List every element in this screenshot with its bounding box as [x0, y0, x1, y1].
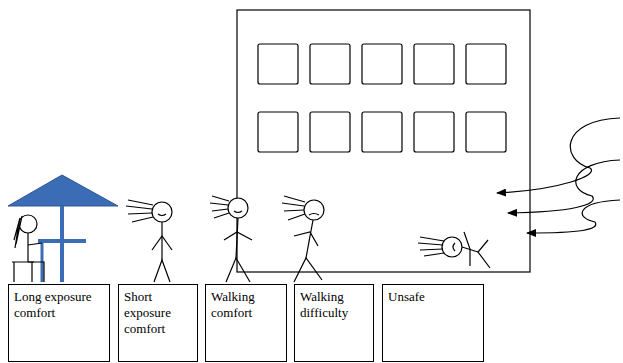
windows	[258, 44, 506, 152]
seated-person	[12, 215, 44, 282]
window	[362, 112, 402, 152]
mouth	[158, 214, 166, 216]
category-box: Walking difficulty	[294, 284, 374, 362]
standing-person	[126, 200, 172, 282]
arms	[294, 232, 318, 246]
arms	[464, 232, 470, 266]
fallen-person	[418, 232, 490, 268]
body	[236, 218, 238, 258]
head	[442, 237, 462, 257]
umbrella	[8, 175, 118, 206]
wind-arrow	[497, 118, 620, 193]
window	[414, 44, 454, 84]
hair	[418, 237, 444, 256]
legs	[294, 258, 322, 282]
window	[466, 112, 506, 152]
window	[258, 112, 298, 152]
body	[161, 222, 162, 260]
window	[310, 112, 350, 152]
mouth	[309, 214, 319, 216]
category-label: Walking difficulty	[300, 289, 370, 321]
legs	[226, 258, 250, 282]
window	[310, 44, 350, 84]
wind-arrow	[508, 160, 620, 213]
window	[466, 44, 506, 84]
mouth	[453, 243, 455, 251]
legs	[478, 240, 490, 268]
category-box: Unsafe	[382, 284, 484, 362]
category-box: Walking comfort	[205, 284, 287, 362]
legs	[154, 260, 170, 282]
table-top	[38, 239, 86, 243]
umbrella-pole	[60, 206, 64, 282]
arm	[28, 243, 42, 245]
head	[304, 200, 324, 220]
head	[152, 202, 172, 222]
category-label: Unsafe	[388, 289, 480, 305]
building	[237, 10, 530, 272]
category-label: Walking comfort	[211, 289, 283, 321]
wind-arrows	[497, 118, 620, 233]
mouth	[234, 211, 242, 213]
window	[258, 44, 298, 84]
walking-person	[210, 196, 252, 282]
struggling-person	[282, 196, 324, 282]
arms	[152, 236, 172, 250]
arms	[224, 232, 252, 240]
hair	[14, 216, 22, 248]
body	[306, 220, 313, 258]
head	[228, 198, 248, 218]
hair	[282, 196, 305, 220]
hair	[126, 200, 153, 222]
umbrella-table	[8, 175, 118, 282]
category-label: Short exposure comfort	[124, 289, 194, 337]
hair	[210, 196, 229, 218]
category-box: Long exposure comfort	[8, 284, 110, 362]
leg	[28, 262, 44, 282]
category-box: Short exposure comfort	[118, 284, 198, 362]
window	[414, 112, 454, 152]
wind-arrow	[527, 200, 620, 233]
window	[362, 44, 402, 84]
chair	[12, 262, 34, 282]
category-label: Long exposure comfort	[14, 289, 106, 321]
body	[27, 233, 28, 262]
